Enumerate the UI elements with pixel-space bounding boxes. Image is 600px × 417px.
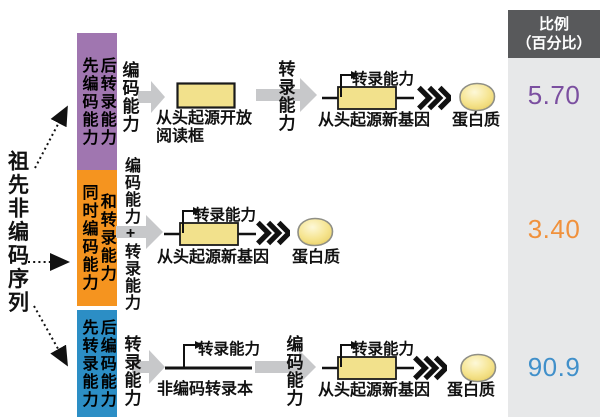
pathway-2-box-label-left: 同时编码能力: [79, 184, 97, 292]
row2-coding-plus-transcription-ability-label: 编码能力+转录能力: [122, 157, 139, 311]
protein-icon: [297, 217, 334, 247]
row3-gene-label: 从头起源新基因: [318, 382, 431, 399]
chevrons-icon: [256, 220, 290, 246]
tss-label: 转录能力: [352, 341, 415, 358]
proportion-column: [508, 58, 600, 417]
protein-icon: [459, 82, 496, 112]
protein-icon: [460, 353, 497, 383]
tss-label: 转录能力: [194, 207, 257, 224]
gray-arrow-icon: [132, 350, 165, 384]
gene-diagram-icon: [322, 341, 414, 380]
gene-diagram-icon: [164, 207, 256, 246]
gray-arrow-icon: [116, 215, 163, 249]
gene-diagram-icon: [322, 71, 414, 110]
proportion-value-3: 90.9: [527, 352, 581, 382]
row1-orf-label: 从头起源开放 阅读框: [156, 110, 253, 146]
gray-arrow-icon: [138, 81, 165, 113]
pathway-1-box: 先编码能力 后转录能力: [77, 33, 117, 170]
proportion-value-2: 3.40: [527, 214, 581, 244]
row1-coding-ability-label: 编码能力: [119, 61, 139, 133]
transcript-line-icon: [165, 341, 252, 370]
row3-transcription-ability-label: 转录能力: [121, 335, 141, 407]
gray-arrow-icon: [256, 78, 317, 112]
row2-gene-label: 从头起源新基因: [157, 249, 270, 266]
tss-label: 转录能力: [198, 341, 261, 358]
pathway-1-box-label-left: 先编码能力: [79, 56, 97, 147]
tss-label: 转录能力: [352, 71, 415, 88]
pathway-2-box-label-right: 和转录能力: [97, 193, 115, 283]
row1-transcription-ability-label: 转录能力: [275, 60, 295, 132]
proportion-value-1: 5.70: [527, 80, 581, 110]
row3-protein-label: 蛋白质: [447, 382, 496, 399]
pathway-3-box-label-right: 后编码能力: [97, 318, 115, 409]
row1-protein-label: 蛋白质: [452, 112, 501, 129]
orf-box-icon: [176, 82, 236, 109]
ancestral-noncoding-sequence-label: 祖先非编码序列: [5, 149, 29, 315]
row1-gene-label: 从头起源新基因: [318, 112, 431, 129]
pathway-3-box-label-left: 先转录能力: [79, 318, 97, 409]
gray-arrow-icon: [255, 350, 316, 384]
pathway-2-box: 同时编码能力 和转录能力: [77, 170, 117, 306]
row2-protein-label: 蛋白质: [292, 249, 341, 266]
chevrons-icon: [417, 85, 451, 111]
row3-coding-ability-label: 编码能力: [283, 335, 303, 407]
row3-transcript-label: 非编码转录本: [157, 381, 254, 398]
proportion-header: 比例 （百分比）: [508, 10, 600, 58]
pathway-1-box-label-right: 后转录能力: [97, 56, 115, 147]
pathway-3-box: 先转录能力 后编码能力: [77, 310, 117, 417]
chevrons-icon: [413, 355, 447, 381]
